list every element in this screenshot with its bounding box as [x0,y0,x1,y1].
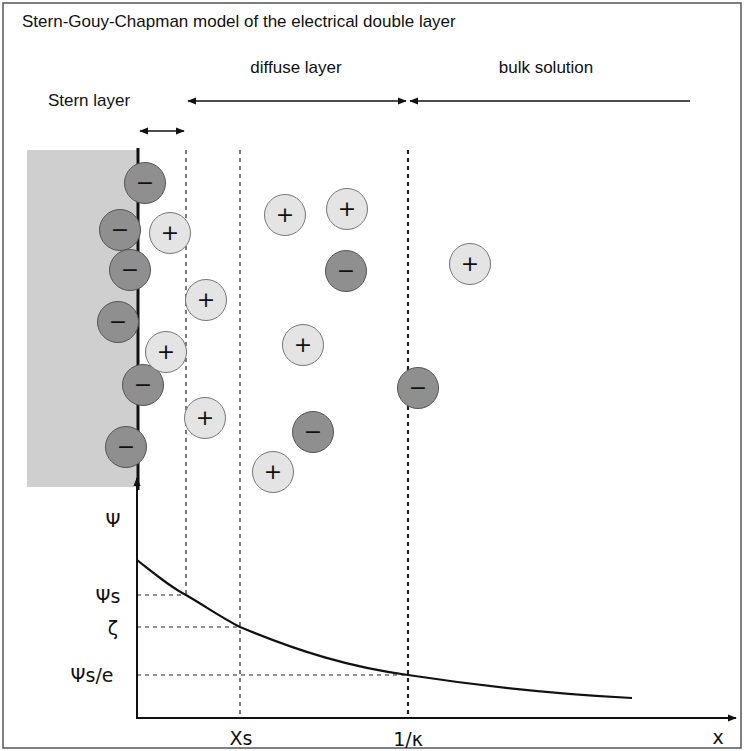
axis-tick-label: 1/κ [393,729,423,750]
anion: − [325,250,367,292]
charge-sign: − [109,311,127,333]
cation: + [145,331,187,373]
charge-sign: + [461,253,479,275]
solid-surface [27,150,138,487]
potential-label: Ψs [94,586,123,607]
cation: + [252,451,294,493]
cation: + [326,188,368,230]
charge-sign: + [161,222,179,244]
charge-sign: + [197,289,215,311]
charge-sign: − [117,436,135,458]
axis-label: x [712,727,723,748]
axis-tick-label: Xs [230,728,253,749]
region-label: bulk solution [499,59,594,78]
anion: − [97,301,139,343]
charge-sign: + [157,341,175,363]
charge-sign: − [134,374,152,396]
region-label: Stern layer [48,92,130,111]
anion: − [105,426,147,468]
plot-axes [136,478,736,719]
potential-curve [137,560,632,698]
boundary-lines [137,150,408,718]
charge-sign: − [304,421,322,443]
charge-sign: − [409,377,427,399]
region-label: diffuse layer [250,59,341,78]
potential-label: Ψs/e [69,665,116,686]
diagram-title: Stern-Gouy-Chapman model of the electric… [22,12,456,32]
charge-sign: + [338,198,356,220]
anion: − [124,162,166,204]
anion: − [397,367,439,409]
axis-label: Ψ [106,510,121,531]
cation: + [449,243,491,285]
cation: + [282,324,324,366]
charge-sign: + [294,334,312,356]
cation: + [264,194,306,236]
anion: − [99,209,141,251]
cation: + [185,279,227,321]
charge-sign: + [196,407,214,429]
frame [3,3,741,748]
region-arrows [140,101,690,131]
potential-label: ζ [106,618,120,639]
anion: − [109,249,151,291]
charge-sign: + [264,461,282,483]
charge-sign: − [111,219,129,241]
cation: + [184,397,226,439]
cation: + [149,212,191,254]
charge-sign: − [337,260,355,282]
anion: − [292,411,334,453]
charge-sign: − [121,259,139,281]
charge-sign: − [136,172,154,194]
charge-sign: + [276,204,294,226]
